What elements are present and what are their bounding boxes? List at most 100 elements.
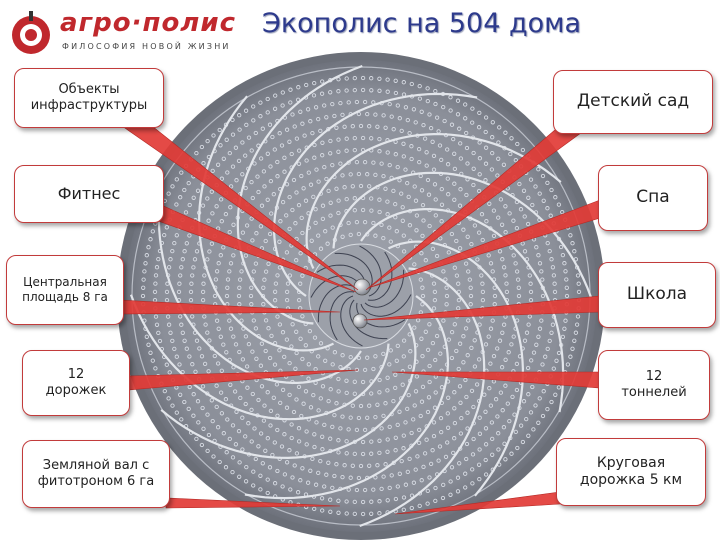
house-plot [313,220,318,226]
house-plot [200,289,206,295]
house-plot [183,210,189,215]
house-plot [500,257,505,262]
house-plot [187,202,192,208]
house-plot [490,269,495,274]
house-plot [529,358,534,363]
house-plot [250,195,255,201]
house-plot [259,341,265,346]
house-plot [344,136,349,141]
house-plot [457,203,463,208]
house-plot [224,350,229,355]
house-plot [458,141,463,146]
house-plot [227,318,232,323]
house-plot [279,143,285,148]
house-plot [505,401,510,406]
house-plot [282,432,287,437]
house-plot [377,450,382,456]
house-plot [356,415,362,421]
house-plot [573,330,579,335]
house-plot [150,358,155,363]
house-plot [430,246,436,252]
house-plot [311,392,316,398]
house-plot [285,281,291,286]
house-plot [250,238,255,243]
house-plot [563,318,568,323]
house-plot [259,203,265,208]
house-plot [263,448,268,453]
house-plot [439,202,445,207]
house-plot [476,462,482,467]
house-plot [472,223,478,228]
house-plot [304,158,309,163]
house-plot [417,83,422,89]
house-plot [465,234,470,239]
house-plot [432,289,438,295]
house-plot [354,219,360,225]
house-plot [288,487,293,492]
house-plot [413,120,418,125]
house-plot [431,433,437,439]
house-plot [480,281,485,286]
house-plot [415,454,420,459]
house-plot [360,135,366,141]
house-plot [318,458,323,464]
house-plot [572,338,577,343]
house-plot [346,220,351,226]
house-plot [385,437,390,442]
house-plot [265,490,270,496]
house-plot [405,406,410,412]
house-plot [407,223,413,228]
house-plot [166,322,172,327]
house-plot [332,473,337,479]
house-plot [350,463,355,468]
house-plot [443,454,449,460]
house-plot [146,245,151,250]
house-plot [287,448,292,453]
house-plot [455,112,461,117]
house-plot [452,436,457,441]
house-plot [496,447,501,452]
house-plot [477,447,482,452]
house-plot [463,116,468,121]
house-plot [282,169,287,174]
house-plot [385,212,390,217]
house-plot [413,198,419,203]
house-plot [433,485,438,491]
house-plot [294,258,299,263]
house-plot [504,281,509,286]
house-plot [528,410,534,415]
house-plot [172,240,177,246]
callout-ring-path: Круговая дорожка 5 км [556,438,706,506]
house-plot [336,137,341,142]
house-plot [509,136,514,141]
house-plot [425,98,430,104]
house-plot [407,364,413,369]
house-plot [517,181,522,187]
house-plot [377,136,382,142]
house-plot [263,269,269,274]
house-plot [306,376,311,381]
house-plot [244,364,250,369]
house-plot [438,351,443,356]
house-plot [531,350,537,355]
house-plot [199,144,205,150]
house-plot [280,387,286,393]
house-plot [284,213,289,218]
house-plot [479,212,485,217]
house-plot [377,511,382,516]
house-plot [316,179,321,184]
house-plot [334,462,339,467]
house-plot [360,511,366,517]
house-plot [379,222,384,228]
house-plot [395,164,400,170]
house-plot [224,450,229,455]
house-plot [272,106,278,111]
house-plot [511,218,516,223]
house-plot [202,314,207,319]
house-plot [527,314,532,319]
house-plot [209,189,214,194]
house-plot [328,387,333,392]
house-plot [223,397,229,402]
house-plot [425,501,430,506]
house-plot [336,210,341,216]
